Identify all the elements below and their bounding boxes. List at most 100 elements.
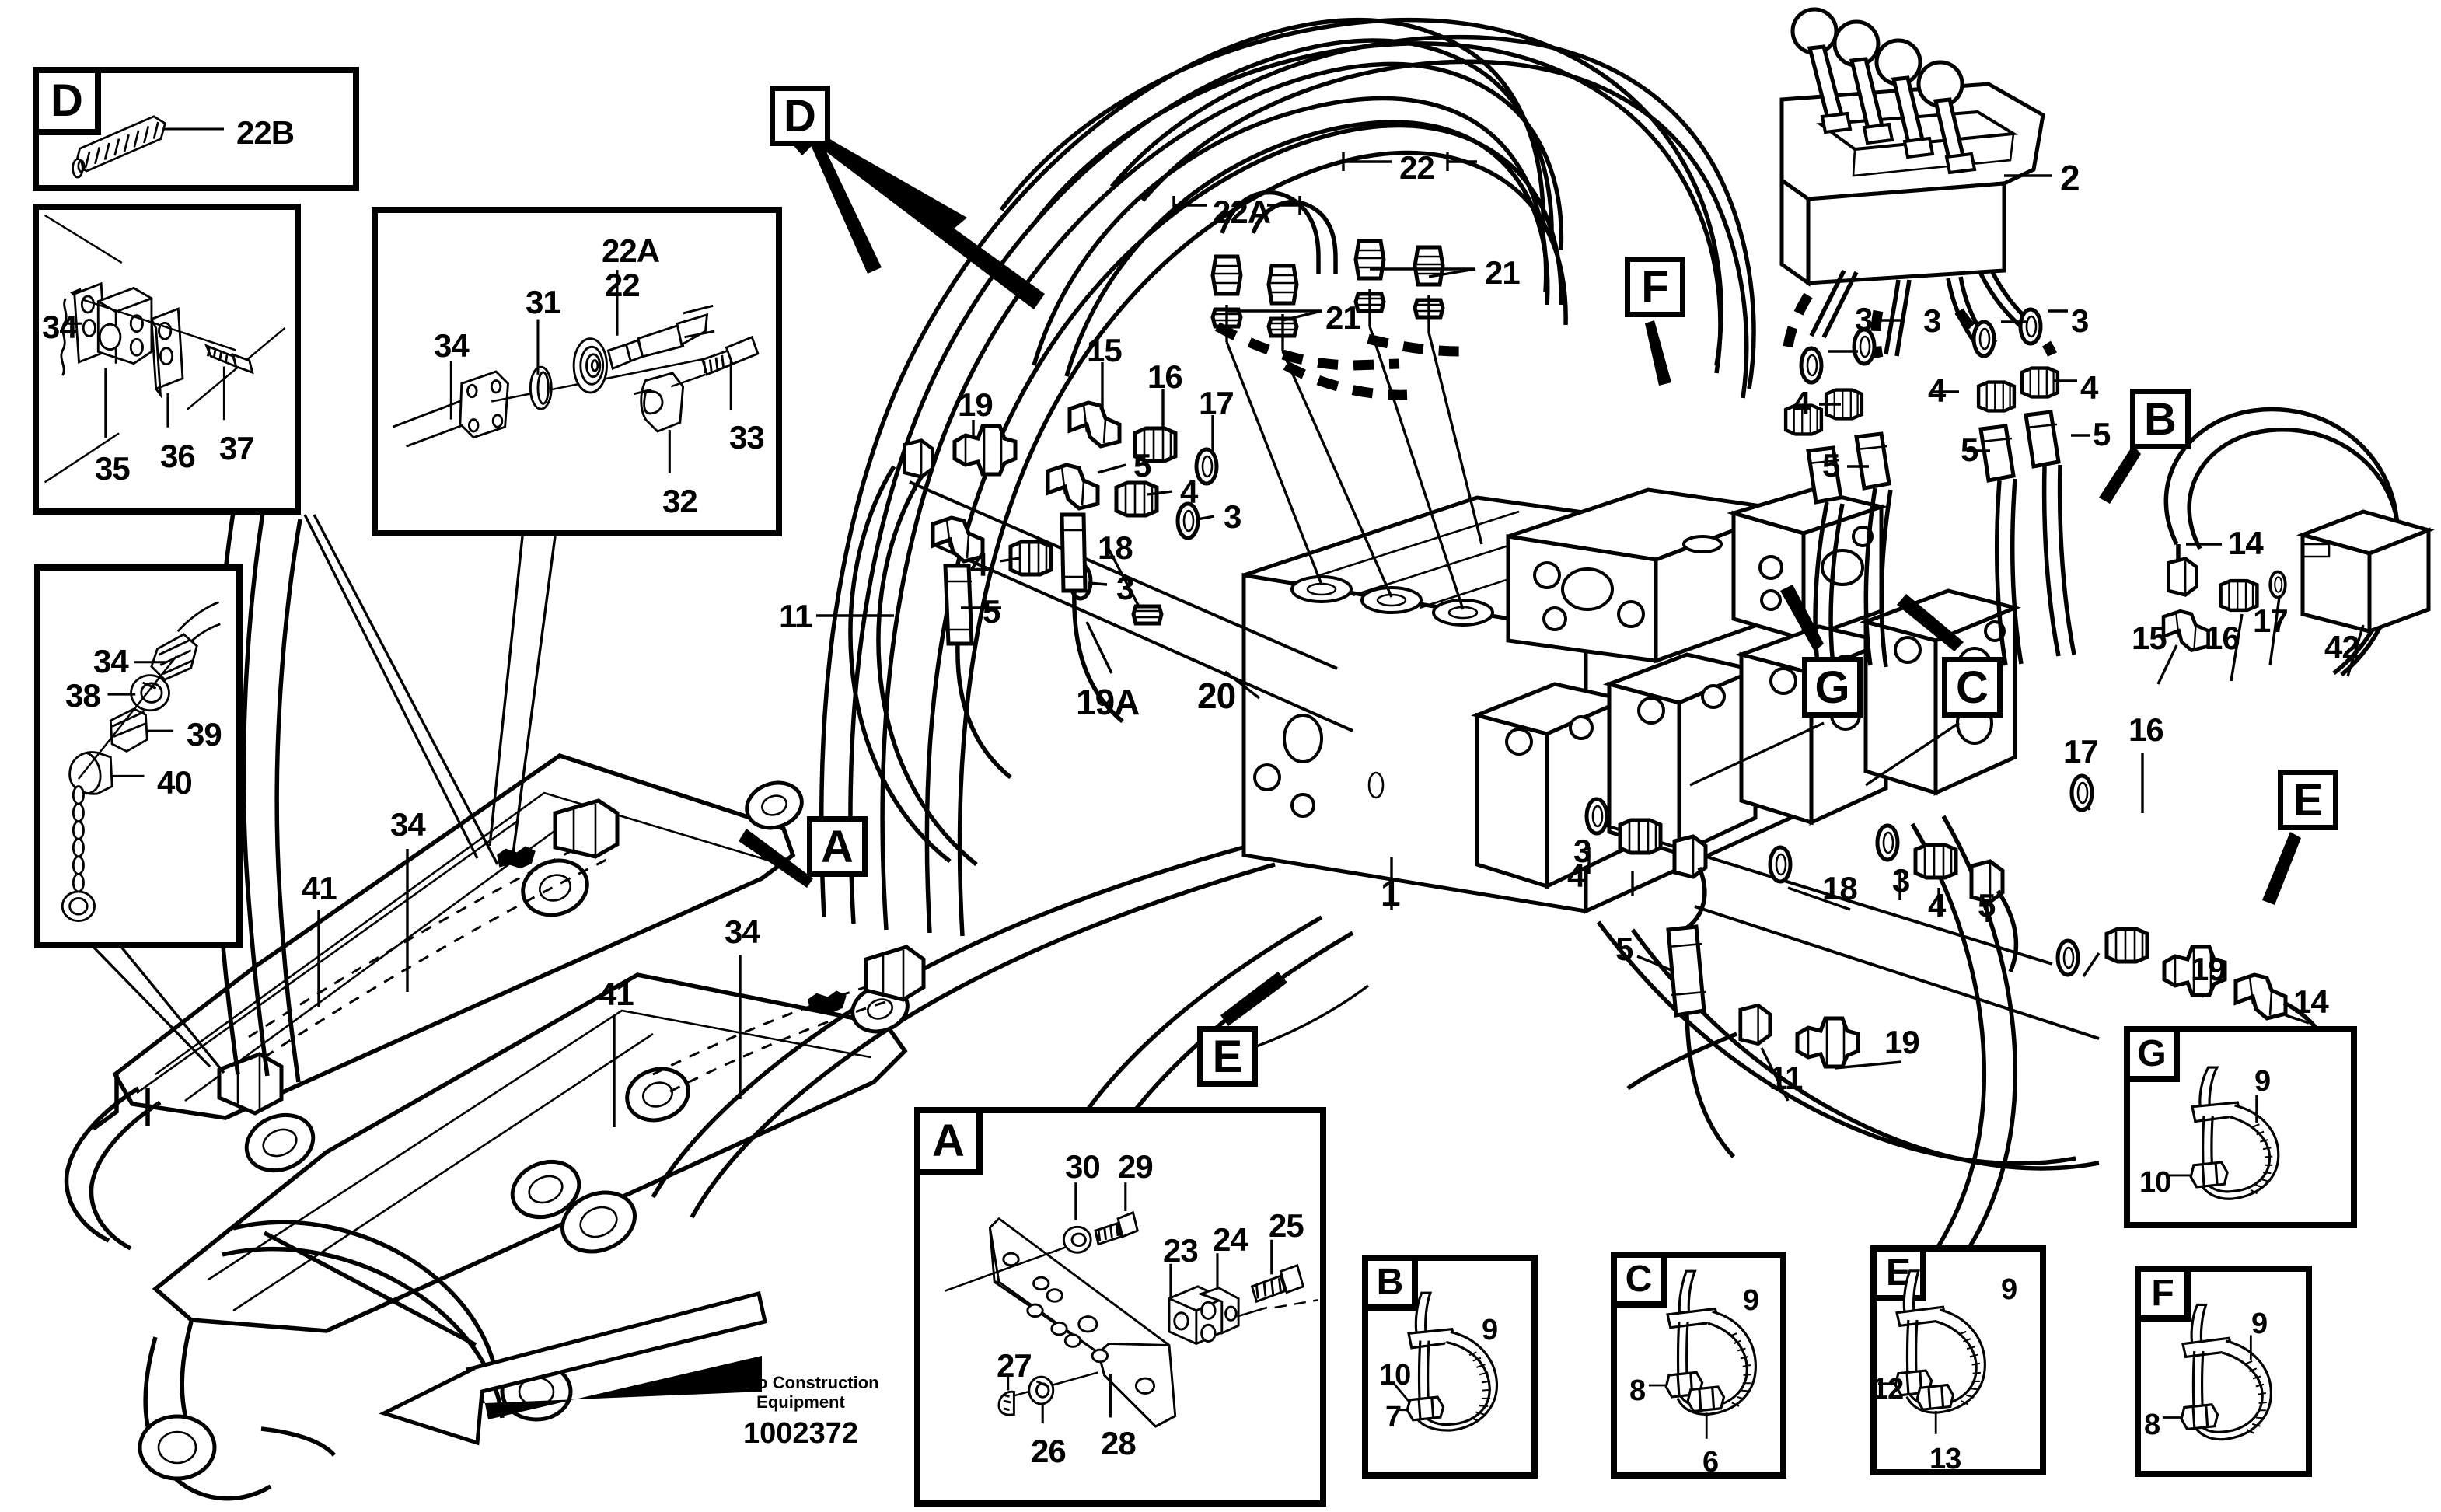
callout-16-m: 16 bbox=[2128, 711, 2164, 748]
panel-bracket-callout-35: 35 bbox=[95, 450, 131, 487]
callout-4-m2: 4 bbox=[1928, 887, 1946, 924]
panel-cap-callout-40: 40 bbox=[157, 764, 193, 801]
callout-21-a: 21 bbox=[1485, 254, 1521, 291]
panel-a-letter[interactable]: A bbox=[920, 1113, 983, 1175]
panel-bracket-callout-36: 36 bbox=[160, 438, 196, 474]
panel-detail-cap: 34 38 39 40 bbox=[34, 564, 243, 948]
callout-34-arm1: 34 bbox=[390, 806, 426, 843]
panel-clamp-c-callout-6: 6 bbox=[1702, 1446, 1719, 1479]
callout-4-r3: 4 bbox=[2080, 369, 2098, 406]
panel-d-letter[interactable]: D bbox=[39, 73, 101, 135]
left-fitting-chain bbox=[816, 362, 1353, 867]
callout-18-m: 18 bbox=[1822, 870, 1858, 906]
callout-16-r: 16 bbox=[2205, 620, 2240, 656]
panel-a-callout-28: 28 bbox=[1101, 1425, 1137, 1461]
callout-21-b: 21 bbox=[1325, 299, 1361, 336]
panel-a-callout-30: 30 bbox=[1065, 1148, 1101, 1185]
callout-16: 16 bbox=[1147, 358, 1183, 395]
letter-tag-g[interactable]: G bbox=[1802, 657, 1863, 718]
panel-clamp-c-art bbox=[1648, 1269, 1757, 1439]
callout-18: 18 bbox=[1098, 529, 1133, 566]
panel-d-art bbox=[72, 115, 224, 179]
callout-15-r: 15 bbox=[2132, 620, 2167, 656]
ring-17-mid bbox=[2072, 776, 2092, 810]
callout-3-m: 3 bbox=[1573, 833, 1591, 869]
panel-a-callout-25: 25 bbox=[1269, 1207, 1304, 1244]
callout-20: 20 bbox=[1197, 676, 1236, 716]
panel-clamp-g-letter[interactable]: G bbox=[2130, 1032, 2180, 1082]
letter-tag-b[interactable]: B bbox=[2130, 389, 2191, 449]
panel-a-callout-29: 29 bbox=[1118, 1148, 1154, 1185]
callout-11-m: 11 bbox=[1769, 1060, 1803, 1096]
panel-clamp-c: C 9 8 6 bbox=[1611, 1252, 1786, 1479]
panel-cap-art bbox=[61, 601, 221, 922]
callout-19a: 19A bbox=[1076, 682, 1140, 722]
callout-2: 2 bbox=[2060, 158, 2080, 198]
panel-22a-callout-33: 33 bbox=[729, 419, 765, 456]
panel-detail-a: A bbox=[914, 1107, 1326, 1507]
callout-5-a: 5 bbox=[1133, 447, 1151, 484]
panel-clamp-f-letter[interactable]: F bbox=[2141, 1272, 2191, 1322]
panel-22a-callout-32: 32 bbox=[662, 483, 698, 519]
callout-5-m: 5 bbox=[1615, 931, 1633, 967]
letter-tag-f[interactable]: F bbox=[1625, 257, 1685, 317]
panel-a-callout-27: 27 bbox=[997, 1347, 1032, 1384]
brand-line-2: Equipment bbox=[756, 1392, 845, 1412]
letter-tag-c[interactable]: C bbox=[1942, 657, 2003, 718]
callout-5-r1: 5 bbox=[1822, 447, 1840, 484]
panel-clamp-e-callout-13: 13 bbox=[1929, 1443, 1961, 1475]
letter-tag-d[interactable]: D bbox=[770, 86, 830, 146]
letter-tag-e-right[interactable]: E bbox=[2278, 770, 2338, 830]
panel-22a-callout-34: 34 bbox=[434, 327, 470, 364]
callout-4-a: 4 bbox=[1180, 473, 1198, 510]
callout-3-r3: 3 bbox=[2071, 302, 2089, 339]
hose-bundle-upper bbox=[819, 17, 1756, 937]
letter-tag-a[interactable]: A bbox=[807, 816, 868, 877]
panel-clamp-g: G 9 10 bbox=[2124, 1026, 2357, 1228]
callout-19-m: 19 bbox=[1884, 1024, 1920, 1060]
panel-clamp-b-letter[interactable]: B bbox=[1368, 1261, 1418, 1311]
callout-4-b: 4 bbox=[970, 546, 988, 583]
panel-clamp-b: B 9 10 7 bbox=[1362, 1255, 1538, 1479]
panel-22a-callout-22: 22 bbox=[605, 267, 641, 303]
panel-a-art bbox=[944, 1182, 1319, 1428]
panel-clamp-g-callout-10: 10 bbox=[2139, 1166, 2171, 1199]
control-lever-console bbox=[1779, 7, 2090, 679]
panel-bracket-callout-34: 34 bbox=[42, 309, 78, 345]
panel-clamp-b-callout-9: 9 bbox=[1482, 1314, 1498, 1346]
callout-3-r2: 3 bbox=[1923, 302, 1941, 339]
panel-22a-callout-22a: 22A bbox=[602, 232, 660, 269]
direction-arrow bbox=[379, 1290, 767, 1446]
callout-34-arm2: 34 bbox=[725, 913, 760, 950]
callout-5-r3: 5 bbox=[2093, 416, 2111, 452]
panel-clamp-f-callout-8: 8 bbox=[2144, 1409, 2160, 1441]
callout-4-r2: 4 bbox=[1928, 372, 1946, 409]
panel-clamp-e-callout-12: 12 bbox=[1872, 1373, 1904, 1405]
callout-14-r: 14 bbox=[2228, 525, 2264, 561]
panel-clamp-f: F 9 8 bbox=[2135, 1266, 2312, 1477]
d-arrows bbox=[808, 129, 1045, 309]
panel-clamp-g-callout-9: 9 bbox=[2254, 1065, 2271, 1098]
callout-3-b: 3 bbox=[1116, 570, 1134, 606]
letter-tag-e[interactable]: E bbox=[1197, 1026, 1258, 1087]
callout-3-r1: 3 bbox=[1855, 301, 1873, 337]
panel-clamp-f-callout-9: 9 bbox=[2251, 1308, 2268, 1340]
callout-1: 1 bbox=[1381, 873, 1401, 913]
panel-clamp-b-art bbox=[1393, 1291, 1498, 1432]
panel-clamp-c-callout-8: 8 bbox=[1629, 1374, 1646, 1407]
valve-block-assembly bbox=[1225, 326, 2021, 914]
panel-clamp-c-letter[interactable]: C bbox=[1617, 1258, 1667, 1308]
callout-42: 42 bbox=[2324, 629, 2360, 665]
panel-a-callout-26: 26 bbox=[1031, 1433, 1067, 1469]
callout-3-m2: 3 bbox=[1892, 862, 1910, 899]
callout-14-m: 14 bbox=[2293, 983, 2329, 1020]
panel-detail-d: D 22B bbox=[33, 67, 359, 191]
panel-clamp-b-callout-10: 10 bbox=[1379, 1359, 1411, 1392]
callout-5-m2: 5 bbox=[1978, 887, 1996, 924]
panel-a-callout-24: 24 bbox=[1213, 1221, 1248, 1258]
panel-detail-bracket: 34 35 36 37 bbox=[33, 204, 301, 515]
callout-4-r1: 4 bbox=[1793, 385, 1811, 421]
callout-17: 17 bbox=[1199, 385, 1234, 421]
panel-clamp-e-callout-9: 9 bbox=[2001, 1273, 2017, 1306]
